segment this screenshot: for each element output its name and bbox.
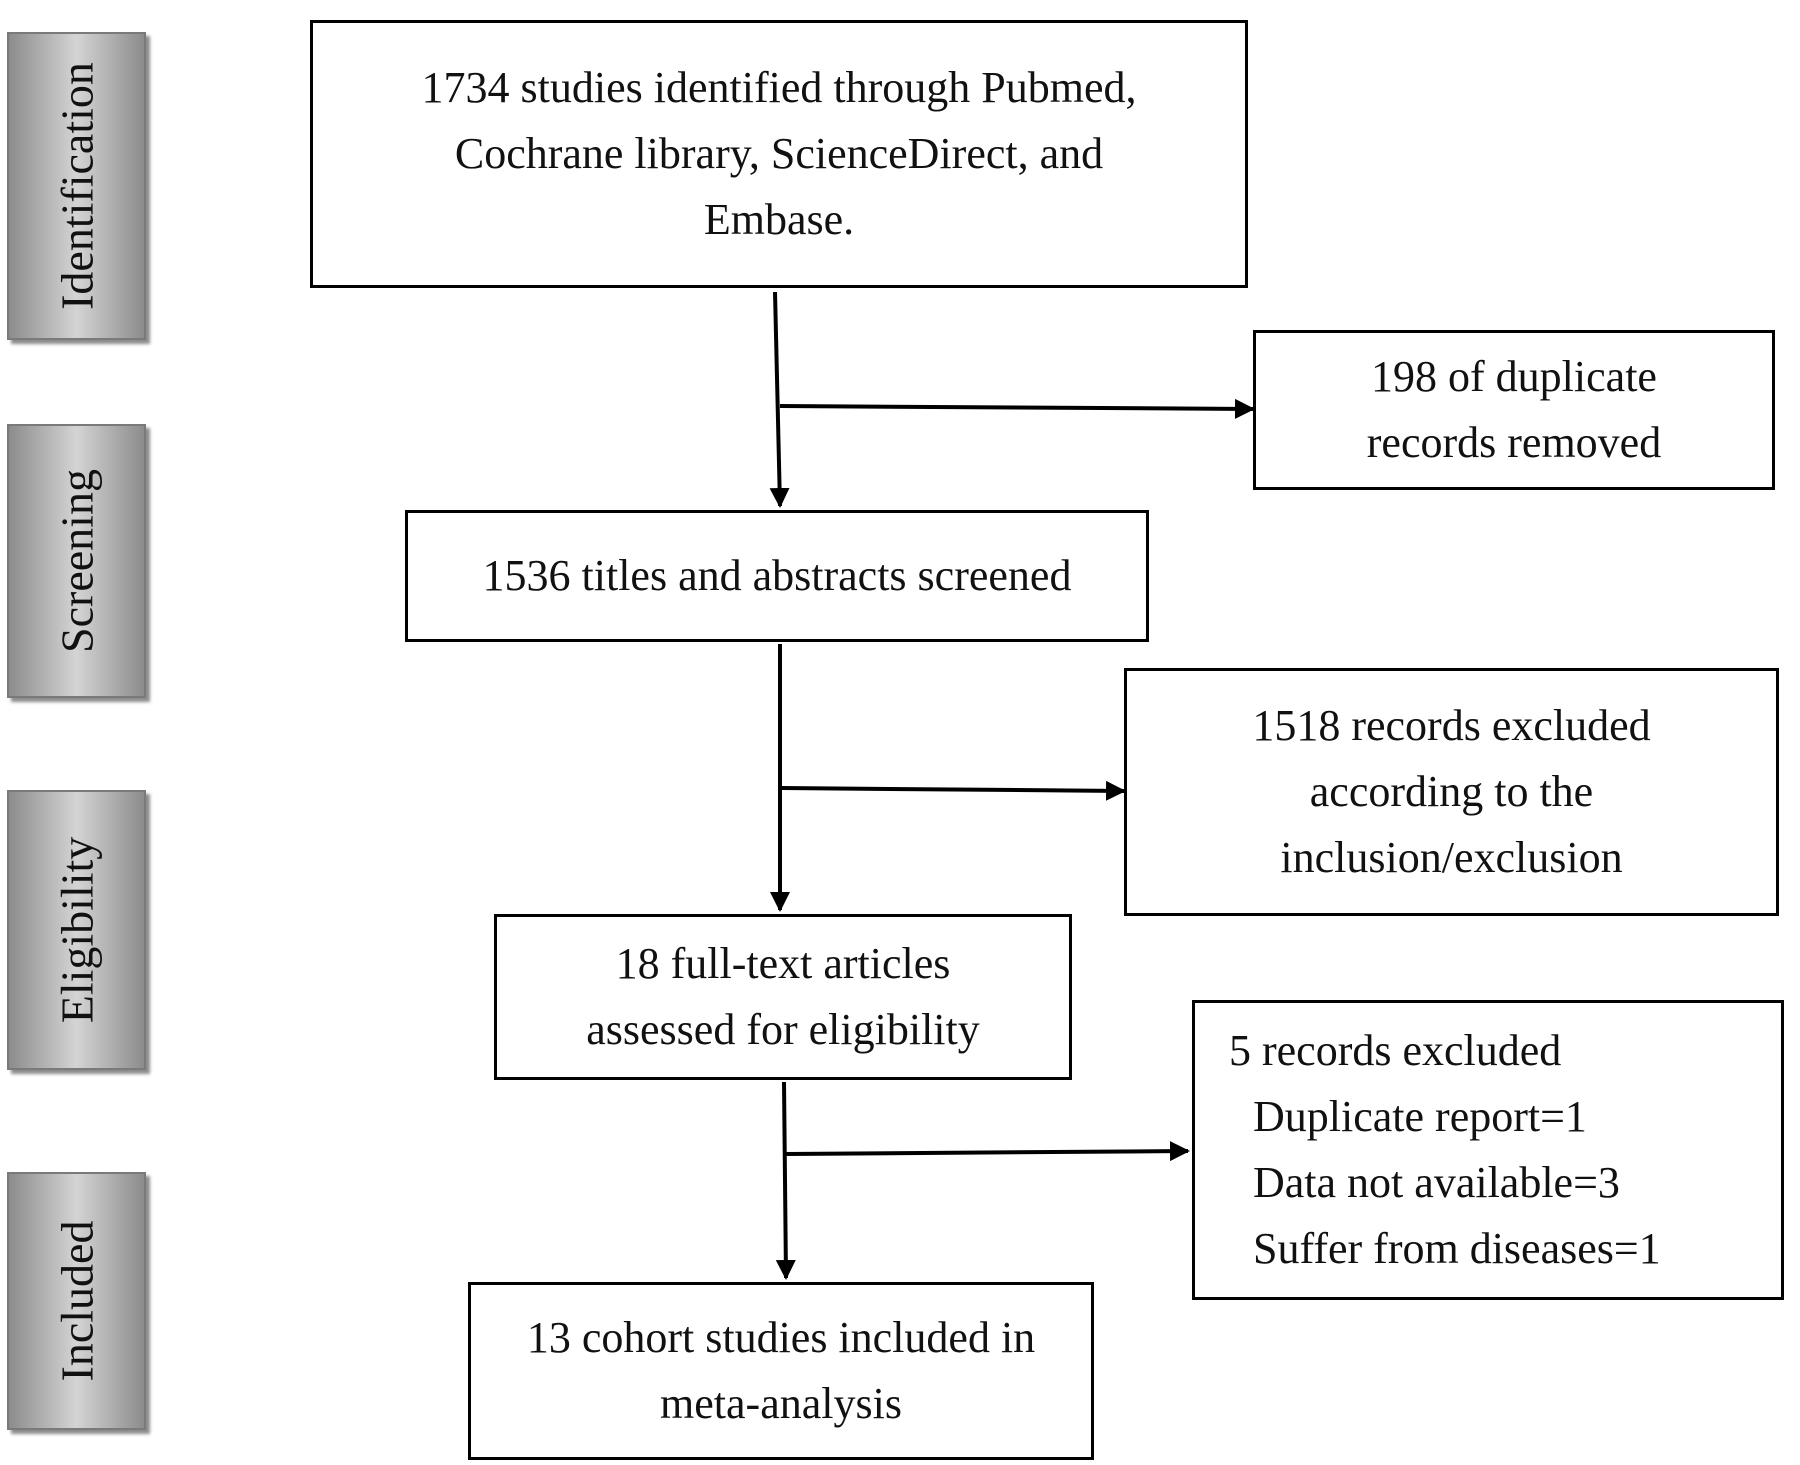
excluded-full-text-title: 5 records excluded: [1229, 1026, 1562, 1075]
box-records-identified: 1734 studies identified through Pubmed, …: [310, 20, 1248, 288]
identified-line-2: Cochrane library, ScienceDirect, and: [454, 129, 1104, 178]
stage-label-screening: Screening: [51, 469, 102, 653]
full-text-line-1: 18 full-text articles: [615, 939, 951, 988]
box-records-excluded-screening: 1518 records excluded according to the i…: [1124, 668, 1779, 916]
stage-label-identification: Identification: [51, 62, 102, 310]
exclusion-reason: Data not available=3: [1253, 1158, 1620, 1207]
arrow-to-excluded-full-text: [785, 1141, 1190, 1162]
included-line-2: meta-analysis: [660, 1379, 902, 1428]
stage-identification: Identification: [7, 32, 146, 340]
arrow-full-text-to-included: [775, 1081, 796, 1280]
excluded-screening-line-1: 1518 records excluded: [1252, 701, 1651, 750]
exclusion-reason: Suffer from diseases=1: [1253, 1224, 1661, 1273]
arrow-identified-to-screened: [769, 291, 790, 508]
box-records-excluded-full-text: 5 records excluded Duplicate report=1 Da…: [1192, 1000, 1784, 1300]
full-text-line-2: assessed for eligibility: [586, 1005, 980, 1054]
arrow-to-excluded-screening: [781, 780, 1126, 801]
box-duplicates-removed: 198 of duplicate records removed: [1253, 330, 1775, 490]
box-studies-included: 13 cohort studies included in meta-analy…: [468, 1282, 1094, 1460]
stage-label-eligibility: Eligibility: [51, 836, 102, 1024]
duplicates-line-2: records removed: [1366, 418, 1662, 467]
box-records-screened: 1536 titles and abstracts screened: [405, 510, 1149, 642]
excluded-screening-line-3: inclusion/exclusion: [1280, 833, 1623, 882]
identified-line-1: 1734 studies identified through Pubmed,: [421, 63, 1137, 112]
box-full-text-assessed: 18 full-text articles assessed for eligi…: [494, 914, 1072, 1080]
excluded-screening-line-2: according to the: [1309, 767, 1594, 816]
duplicates-line-1: 198 of duplicate: [1371, 352, 1657, 401]
arrow-to-duplicates-removed: [779, 398, 1255, 419]
included-line-1: 13 cohort studies included in: [526, 1313, 1036, 1362]
screened-line-1: 1536 titles and abstracts screened: [482, 551, 1072, 600]
stage-included: Included: [7, 1172, 146, 1430]
stage-label-included: Included: [51, 1220, 102, 1382]
stage-eligibility: Eligibility: [7, 790, 146, 1070]
stage-screening: Screening: [7, 424, 146, 698]
identified-line-3: Embase.: [703, 195, 855, 244]
exclusion-reason: Duplicate report=1: [1253, 1092, 1587, 1141]
